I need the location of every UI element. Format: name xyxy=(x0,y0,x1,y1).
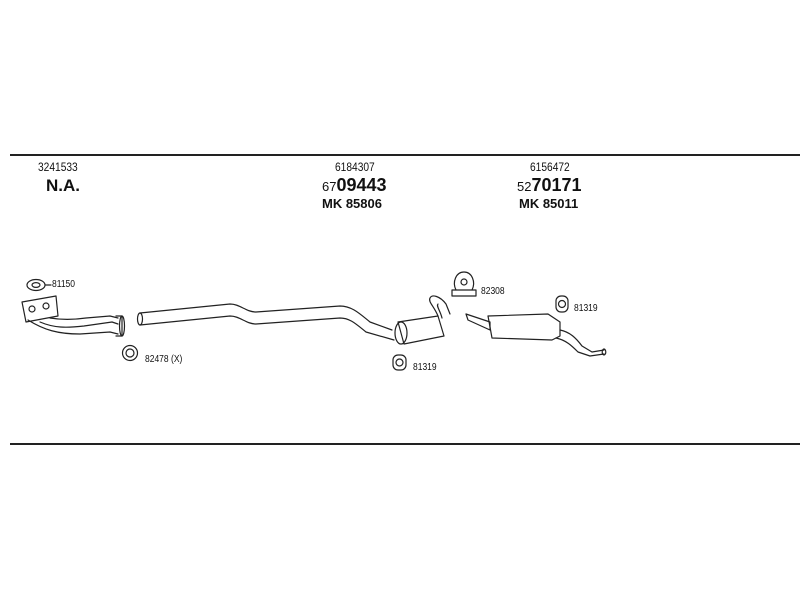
middle-hanger-icon xyxy=(392,354,407,371)
middle-pipe-icon xyxy=(136,295,451,345)
rear-hanger-icon xyxy=(555,295,569,313)
front-pipe-ref-number: 3241533 xyxy=(38,160,78,174)
bottom-rule xyxy=(10,443,800,445)
top-rule xyxy=(10,154,800,156)
rear-clamp-icon xyxy=(451,271,477,297)
rear-silencer-part-main: 70171 xyxy=(531,175,582,195)
front-pipe-icon xyxy=(21,295,126,337)
middle-silencer-part-prefix: 67 xyxy=(322,179,337,194)
rear-silencer-ref-number: 6156472 xyxy=(530,160,570,174)
front-gasket-icon xyxy=(26,278,52,292)
front-pipe-part-number: N.A. xyxy=(46,176,80,195)
rear-clamp-label: 82308 xyxy=(481,286,505,297)
rear-silencer-part-number: 5270171 xyxy=(517,175,582,196)
front-ring-label: 82478 (X) xyxy=(145,354,183,365)
front-sealing-ring-icon xyxy=(121,344,139,362)
middle-silencer-mounting-kit: MK 85806 xyxy=(322,196,382,211)
rear-hanger-label: 81319 xyxy=(574,303,598,314)
middle-silencer-ref-number: 6184307 xyxy=(335,160,375,174)
middle-hanger-label: 81319 xyxy=(413,362,437,373)
rear-silencer-part-prefix: 52 xyxy=(517,179,532,194)
rear-silencer-mounting-kit: MK 85011 xyxy=(519,196,579,211)
rear-silencer-icon xyxy=(465,313,607,357)
middle-silencer-part-number: 6709443 xyxy=(322,175,387,196)
middle-silencer-part-main: 09443 xyxy=(336,175,387,195)
front-gasket-label: 81150 xyxy=(52,279,76,290)
